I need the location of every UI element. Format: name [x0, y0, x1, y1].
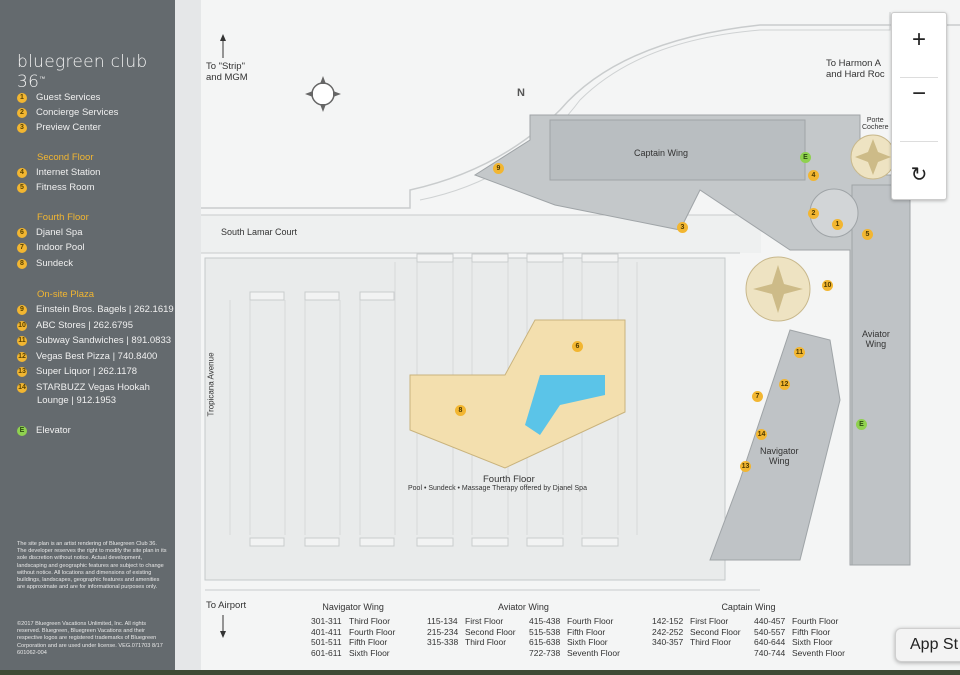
legend-heading-fourth-floor: Fourth Floor: [37, 212, 89, 223]
map-marker-12[interactable]: 12: [779, 379, 790, 390]
map-marker-11[interactable]: 11: [794, 347, 805, 358]
zoom-divider: [900, 77, 938, 78]
zoom-out-button[interactable]: −: [911, 80, 926, 107]
map-marker-elevator-captain[interactable]: E: [800, 152, 811, 163]
map-marker-10[interactable]: 10: [822, 280, 833, 291]
south-lamar-label: South Lamar Court: [221, 227, 298, 237]
app-store-button[interactable]: App St: [895, 628, 960, 662]
legend-item-hookah-line2: Lounge | 912.1953: [37, 395, 117, 406]
map-marker-1[interactable]: 1: [832, 219, 843, 230]
site-plan-drawing: [201, 12, 960, 638]
map-marker-14[interactable]: 14: [756, 429, 767, 440]
reset-view-button[interactable]: ↻: [910, 163, 928, 186]
captain-wing-label: Captain Wing: [634, 148, 689, 158]
map-marker-6[interactable]: 6: [572, 341, 583, 352]
zoom-divider: [900, 141, 938, 142]
map-marker-elevator-aviator[interactable]: E: [856, 419, 867, 430]
north-label: N: [517, 87, 525, 99]
map-marker-8[interactable]: 8: [455, 405, 466, 416]
legend-heading-plaza: On-site Plaza: [37, 289, 95, 300]
brand-logo: bluegreen club 36™: [17, 52, 148, 92]
sidebar-divider: [175, 0, 201, 675]
map-marker-3[interactable]: 3: [677, 222, 688, 233]
map-marker-2[interactable]: 2: [808, 208, 819, 219]
map-marker-4[interactable]: 4: [808, 170, 819, 181]
map-zoom-controls: + − ↻: [891, 12, 947, 200]
map-marker-9[interactable]: 9: [493, 163, 504, 174]
fourth-floor-subtitle: Pool • Sundeck • Massage Therapy offered…: [408, 485, 587, 492]
aviator-table-title: Aviator Wing: [498, 602, 549, 612]
copyright-text: ©2017 Bluegreen Vacations Unlimited, Inc…: [17, 621, 163, 656]
fourth-floor-label: Fourth Floor: [483, 474, 535, 485]
captain-table-title: Captain Wing: [721, 602, 776, 612]
legend-heading-second-floor: Second Floor: [37, 152, 94, 163]
disclaimer-text: The site plan is an artist rendering of …: [17, 541, 167, 591]
airport-label: To Airport: [206, 600, 247, 611]
map-marker-5[interactable]: 5: [862, 229, 873, 240]
navigator-table-title: Navigator Wing: [322, 602, 384, 612]
strip-label: To "Strip"and MGM: [206, 61, 248, 83]
zoom-in-button[interactable]: +: [911, 26, 926, 53]
bottom-edge: [0, 670, 960, 675]
map-marker-13[interactable]: 13: [740, 461, 751, 472]
tropicana-label: Tropicana Avenue: [206, 352, 216, 417]
map-marker-7[interactable]: 7: [752, 391, 763, 402]
